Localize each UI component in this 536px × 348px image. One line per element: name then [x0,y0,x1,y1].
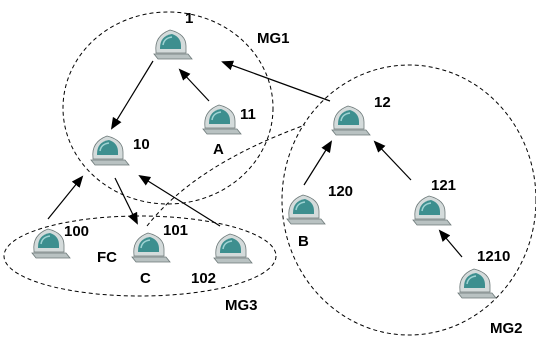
edge-120-12 [303,140,333,186]
node-label-121: 121 [431,177,456,194]
edge-100-10 [47,175,84,220]
group-label-mg3: MG3 [225,297,258,314]
node-label-102: 102 [191,270,216,287]
computer-icon [213,233,253,264]
node-label-1: 1 [185,10,193,27]
computer-icon [90,135,130,166]
node-label-120: 120 [328,183,353,200]
node-11[interactable] [202,104,242,135]
group-mg1-ellipse [62,11,274,205]
node-label-101: 101 [163,222,188,239]
node-label-100: 100 [64,223,89,240]
node-12[interactable] [331,105,371,136]
node-label-10: 10 [133,136,150,153]
node-label-12: 12 [374,94,391,111]
node-labels: 1 10 11 A 12 120 B 121 1210 100 101 C FC… [64,10,510,287]
edge-102-10 [138,174,221,227]
computer-icon [153,29,193,60]
edge-121-12 [373,140,412,181]
node-tag-C: C [140,270,151,287]
node-120[interactable] [286,194,326,225]
node-prefix-FC: FC [97,249,117,266]
edge-11-1 [178,68,210,102]
computer-icon [412,195,452,226]
node-121[interactable] [412,195,452,226]
group-label-mg2: MG2 [490,320,523,337]
node-10[interactable] [90,135,130,166]
computer-icon [202,104,242,135]
computer-icon [286,194,326,225]
dashed-link-101-12 [146,124,306,227]
group-labels: MG1 MG2 MG3 [225,30,523,337]
group-mg3-ellipse [3,215,277,297]
node-1210[interactable] [457,268,497,299]
dashed-links [146,124,306,227]
group-ellipses [3,11,536,336]
edge-1210-121 [438,229,463,258]
edge-1-10 [110,60,154,130]
node-tag-B: B [298,233,309,250]
computer-icon [457,268,497,299]
node-label-11: 11 [240,106,256,123]
node-102[interactable] [213,233,253,264]
group-label-mg1: MG1 [257,30,290,47]
group-mg2-ellipse [281,64,536,336]
node-label-1210: 1210 [477,248,510,265]
node-tag-A: A [213,141,224,158]
node-1[interactable] [153,29,193,60]
edge-10-101 [114,177,138,225]
directed-edges [47,60,463,258]
computer-icon [331,105,371,136]
edge-12-1 [221,60,331,102]
